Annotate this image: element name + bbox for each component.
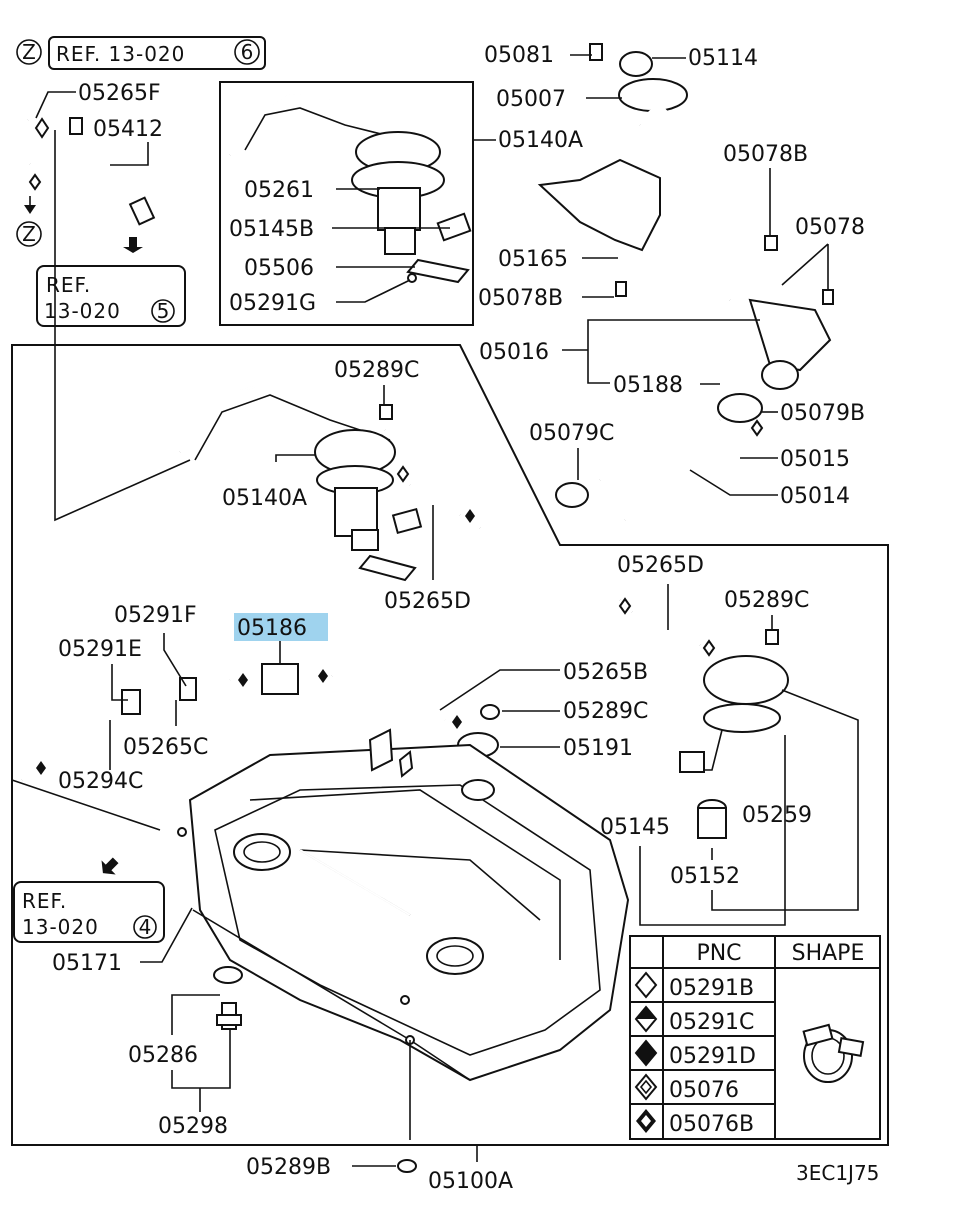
ref-top-text: REF. 13-020	[56, 42, 185, 66]
label-05412[interactable]: 05412	[93, 117, 163, 142]
hose-05265D	[396, 465, 716, 657]
label-05140A-main[interactable]: 05140A	[222, 486, 307, 511]
label-05078B-top[interactable]: 05078B	[723, 142, 808, 167]
fuel-line-left	[19, 663, 500, 783]
label-05289B[interactable]: 05289B	[246, 1155, 331, 1180]
label-05165[interactable]: 05165	[498, 247, 568, 272]
label-05265D-right[interactable]: 05265D	[617, 553, 704, 578]
label-05265D-left[interactable]: 05265D	[384, 589, 471, 614]
filler-neck-assembly	[537, 43, 834, 525]
legend-row-4: 05076	[669, 1078, 739, 1103]
hose-clamp-shape	[802, 1023, 865, 1083]
label-05298[interactable]: 05298	[158, 1114, 228, 1139]
label-05078B-mid[interactable]: 05078B	[478, 286, 563, 311]
label-05114[interactable]: 05114	[688, 46, 758, 71]
label-05261[interactable]: 05261	[244, 178, 314, 203]
ref-mid-l2: 13-020	[44, 299, 121, 323]
label-05289C-mid[interactable]: 05289C	[563, 699, 648, 724]
label-05265C[interactable]: 05265C	[123, 735, 208, 760]
label-05007[interactable]: 05007	[496, 87, 566, 112]
ref-bot-l2: 13-020	[22, 915, 99, 939]
hollow-diamond-icon	[634, 971, 658, 999]
legend-row-1: 05291B	[669, 976, 754, 1001]
label-05291F[interactable]: 05291F	[114, 603, 197, 628]
fuel-tank	[177, 728, 630, 1082]
label-05506[interactable]: 05506	[244, 256, 314, 281]
pipe-05412	[69, 117, 156, 253]
crossed-diamond-icon	[634, 1073, 658, 1101]
legend-row-2: 05291C	[669, 1010, 754, 1035]
label-05294C[interactable]: 05294C	[58, 769, 143, 794]
valve-05186[interactable]	[261, 663, 299, 695]
label-05015[interactable]: 05015	[780, 447, 850, 472]
inset-pump-box	[219, 81, 474, 326]
label-05171[interactable]: 05171	[52, 951, 122, 976]
filled-diamond-icon	[634, 1039, 658, 1067]
label-05016[interactable]: 05016	[479, 340, 549, 365]
legend-col-shape: SHAPE	[792, 941, 865, 966]
label-05291G[interactable]: 05291G	[229, 291, 316, 316]
label-05145[interactable]: 05145	[600, 815, 670, 840]
label-05078[interactable]: 05078	[795, 215, 865, 240]
label-05265B[interactable]: 05265B	[563, 660, 648, 685]
label-05286[interactable]: 05286	[128, 1043, 198, 1068]
label-05014[interactable]: 05014	[780, 484, 850, 509]
ref-z-circle: Z	[22, 222, 36, 246]
label-05291E[interactable]: 05291E	[58, 637, 142, 662]
main-pump-assembly	[178, 383, 423, 582]
main-frame	[11, 344, 889, 1146]
label-05289C-right[interactable]: 05289C	[724, 588, 809, 613]
label-05079B[interactable]: 05079B	[780, 401, 865, 426]
drain-bolts	[213, 966, 243, 1030]
secondary-pump	[679, 629, 789, 839]
ref-mid-num: 5	[157, 299, 170, 323]
ref-top-num: 6	[241, 40, 254, 64]
label-05186[interactable]: 05186	[237, 616, 307, 641]
label-05265F[interactable]: 05265F	[78, 81, 161, 106]
legend-row-5: 05076B	[669, 1112, 754, 1137]
label-05100A[interactable]: 05100A	[428, 1169, 513, 1194]
label-05079C[interactable]: 05079C	[529, 421, 614, 446]
ref-mid[interactable]: REF. 13-020 5	[36, 265, 186, 327]
label-05289C-top[interactable]: 05289C	[334, 358, 419, 383]
label-05188[interactable]: 05188	[613, 373, 683, 398]
label-05259[interactable]: 05259	[742, 803, 812, 828]
label-05152[interactable]: 05152	[670, 864, 740, 889]
ref-bot[interactable]: REF. 13-020 4	[13, 881, 165, 943]
label-05081[interactable]: 05081	[484, 43, 554, 68]
ref-bot-l1: REF.	[22, 889, 67, 913]
legend-table: PNC SHAPE 05291B 05291C 05291D 05076 050…	[629, 935, 881, 1140]
ref-mid-l1: REF.	[46, 273, 91, 297]
ref-bot-num: 4	[139, 915, 152, 939]
figure-code: 3EC1J75	[796, 1161, 879, 1185]
ref-top[interactable]: Z REF. 13-020 6	[16, 36, 266, 70]
label-05140A-top[interactable]: 05140A	[498, 128, 583, 153]
hose-05265F: Z	[16, 117, 50, 247]
label-05191[interactable]: 05191	[563, 736, 633, 761]
legend-row-3: 05291D	[669, 1044, 756, 1069]
legend-col-pnc: PNC	[696, 941, 741, 966]
highlight-05186	[234, 613, 328, 641]
ref-top-circle: Z	[22, 40, 36, 64]
label-05145B[interactable]: 05145B	[229, 217, 314, 242]
